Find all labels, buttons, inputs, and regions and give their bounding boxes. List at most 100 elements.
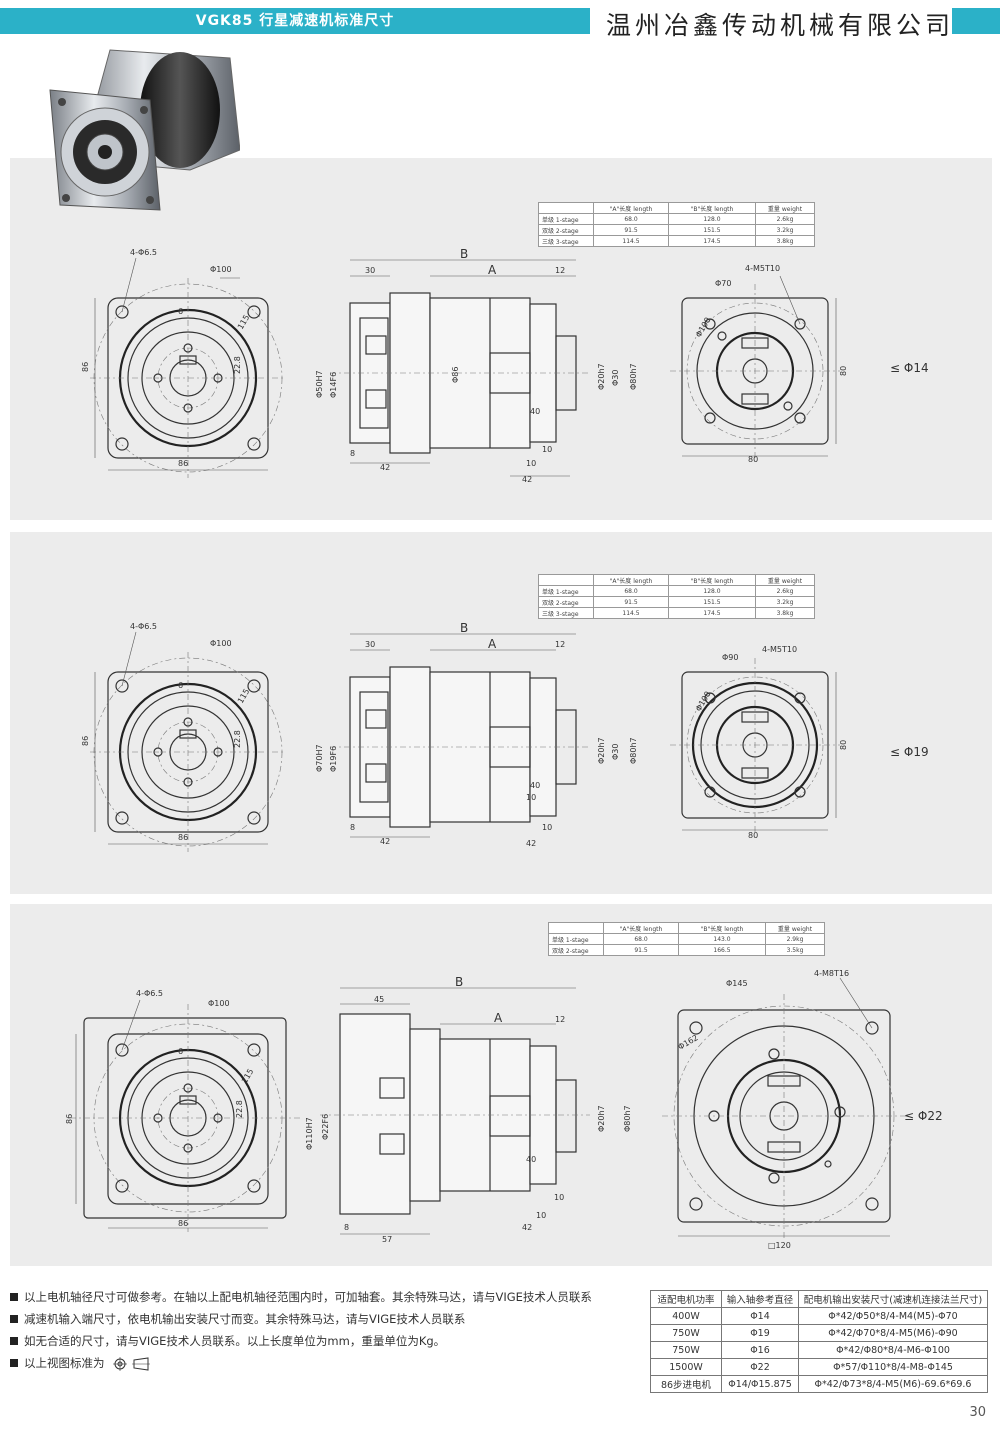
side-A-label: A [488,637,497,651]
side-view: B 30 A 12 Φ70H7 Φ19F6 Φ20h7 Φ30 Φ80h7 40… [315,621,638,848]
side-l1-label: 45 [374,995,384,1004]
list-item: 减速机输入端尺寸，依电机输出安装尺寸而变。其余特殊马达，请与VIGE技术人员联系 [10,1308,592,1330]
table-row: 400W Φ14 Φ*42/Φ50*8/4-M4(M5)-Φ70 [650,1307,988,1325]
table-row: 750W Φ19 Φ*42/Φ70*8/4-M5(M6)-Φ90 [650,1324,988,1342]
table-cell: 1500W [650,1358,722,1376]
table-cell: 双级 2-stage [538,596,594,608]
side-pilot-label: Φ50H7 [315,370,324,398]
table-cell: Φ*42/Φ73*8/4-M5(M6)-69.6*69.6 [798,1375,988,1393]
table-row: 双级 2-stage 91.5 166.5 3.5kg [548,944,825,956]
page-number: 30 [969,1405,986,1420]
front-width-label: 86 [178,833,188,842]
table-cell: 68.0 [593,213,669,225]
side-l2-label: 12 [555,1015,565,1024]
front-width-label: 86 [178,1219,188,1228]
side-l6-label: 10 [542,823,552,832]
table-cell: 3.2kg [755,596,815,608]
side-out1-label: Φ20h7 [597,363,606,390]
table-cell: 单级 1-stage [538,213,594,225]
side-l2-label: 12 [555,266,565,275]
table-cell: 三级 3-stage [538,607,594,619]
table-header: 配电机输出安装尺寸(减速机连接法兰尺寸) [798,1290,988,1308]
side-l3-label: 40 [530,781,540,790]
table-cell: 128.0 [668,213,756,225]
table-row: 86步进电机 Φ14/Φ15.875 Φ*42/Φ73*8/4-M5(M6)-6… [650,1375,988,1393]
table-cell: 68.0 [603,933,679,945]
side-body-label: Φ86 [451,367,460,383]
header-band [0,8,590,34]
table-cell: 单级 1-stage [548,933,604,945]
spec-table: "A"长度 length "B"长度 length 重量 weight 单级 1… [548,922,825,956]
rear-thread-label: 4-M5T10 [762,645,797,654]
rear-pcd-label: Φ70 [715,279,731,288]
side-l4-label: 8 [350,449,355,458]
side-out1-label: Φ20h7 [597,1105,606,1132]
table-header: 重量 weight [755,574,815,586]
rear-thread-label: 4-M8T16 [814,969,849,978]
side-l8-label: 42 [522,475,532,484]
rear-height-label: 80 [839,366,848,376]
table-row: "A"长度 length "B"长度 length 重量 weight [548,922,825,934]
list-item: 如无合适的尺寸，请与VIGE技术人员联系。以上长度单位为mm，重量单位为Kg。 [10,1330,592,1352]
front-d2-label: 22.8 [235,1100,244,1118]
table-row: "A"长度 length "B"长度 length 重量 weight [538,574,815,586]
rear-din-label: Φ162 [677,1033,700,1052]
side-l7-label: 10 [536,1211,546,1220]
table-row: 750W Φ16 Φ*42/Φ80*8/4-M6-Φ100 [650,1341,988,1359]
side-l1-label: 30 [365,640,375,649]
technical-drawing-3: 4-Φ6.5 Φ100 6 115 22.8 86 86 B 45 A [65,969,943,1250]
table-header: "A"长度 length [593,202,669,214]
table-row: 单级 1-stage 68.0 128.0 2.6kg [538,585,815,597]
table-cell: 128.0 [668,585,756,597]
table-cell: 114.5 [593,607,669,619]
table-cell: 143.0 [678,933,766,945]
shaft-note: ≤ Φ19 [890,745,929,759]
table-cell: 双级 2-stage [538,224,594,236]
side-A-label: A [488,263,497,277]
side-l5-label: 42 [380,463,390,472]
side-view: B 30 A 12 Φ50H7 Φ14F6 Φ86 Φ20h7 Φ30 Φ80h… [315,247,638,484]
projection-symbol-icon [113,1356,151,1371]
table-cell: 单级 1-stage [538,585,594,597]
drawing-panel-1: 4-Φ6.5 Φ100 6 115 22.8 86 86 [10,158,992,520]
table-cell: 3.8kg [755,607,815,619]
note-text: 如无合适的尺寸，请与VIGE技术人员联系。以上长度单位为mm，重量单位为Kg。 [24,1334,446,1348]
rear-view: 4-M5T10 Φ70 Φ100 80 80 [670,264,848,464]
note-text: 以上视图标准为 [24,1356,105,1370]
table-cell: 三级 3-stage [538,235,594,247]
side-l6-label: 10 [554,1193,564,1202]
table-row: 三级 3-stage 114.5 174.5 3.8kg [538,235,815,247]
table-cell: Φ*42/Φ80*8/4-M6-Φ100 [798,1341,988,1359]
front-pcd-label: Φ100 [210,265,232,274]
front-view: 4-Φ6.5 Φ100 6 115 22.8 86 86 [81,622,286,852]
front-d2-label: 22.8 [233,730,242,748]
side-l4-label: 8 [350,823,355,832]
side-out3-label: Φ80h7 [629,363,638,390]
rear-width-label: □120 [768,1241,791,1250]
side-out1-label: Φ20h7 [597,737,606,764]
table-cell: 174.5 [668,235,756,247]
table-header: 输入轴参考直径 [721,1290,799,1308]
table-header: "A"长度 length [603,922,679,934]
side-shaft-label: Φ14F6 [329,372,338,398]
front-view: 4-Φ6.5 Φ100 6 115 22.8 86 86 [81,248,286,478]
front-holes-label: 4-Φ6.5 [136,989,163,998]
table-row: 三级 3-stage 114.5 174.5 3.8kg [538,607,815,619]
side-A-label: A [494,1011,503,1025]
table-row: 1500W Φ22 Φ*57/Φ110*8/4-M8-Φ145 [650,1358,988,1376]
table-row: 适配电机功率 输入轴参考直径 配电机输出安装尺寸(减速机连接法兰尺寸) [650,1290,988,1308]
motor-table: 适配电机功率 输入轴参考直径 配电机输出安装尺寸(减速机连接法兰尺寸) 400W… [650,1290,988,1393]
front-d1-label: 115 [240,1067,255,1085]
spec-table: "A"长度 length "B"长度 length 重量 weight 单级 1… [538,202,815,247]
table-row: 双级 2-stage 91.5 151.5 3.2kg [538,224,815,236]
company-name: 温州冶鑫传动机械有限公司 [606,11,955,40]
page-title: VGK85 行星减速机标准尺寸 [195,13,395,29]
table-row: 单级 1-stage 68.0 143.0 2.9kg [548,933,825,945]
rear-pcd-label: Φ145 [726,979,748,988]
front-width-label: 86 [178,459,188,468]
front-pcd-label: Φ100 [210,639,232,648]
rear-pcd-label: Φ90 [722,653,738,662]
side-out3-label: Φ80h7 [623,1105,632,1132]
side-out3-label: Φ80h7 [629,737,638,764]
front-d2-label: 22.8 [233,356,242,374]
